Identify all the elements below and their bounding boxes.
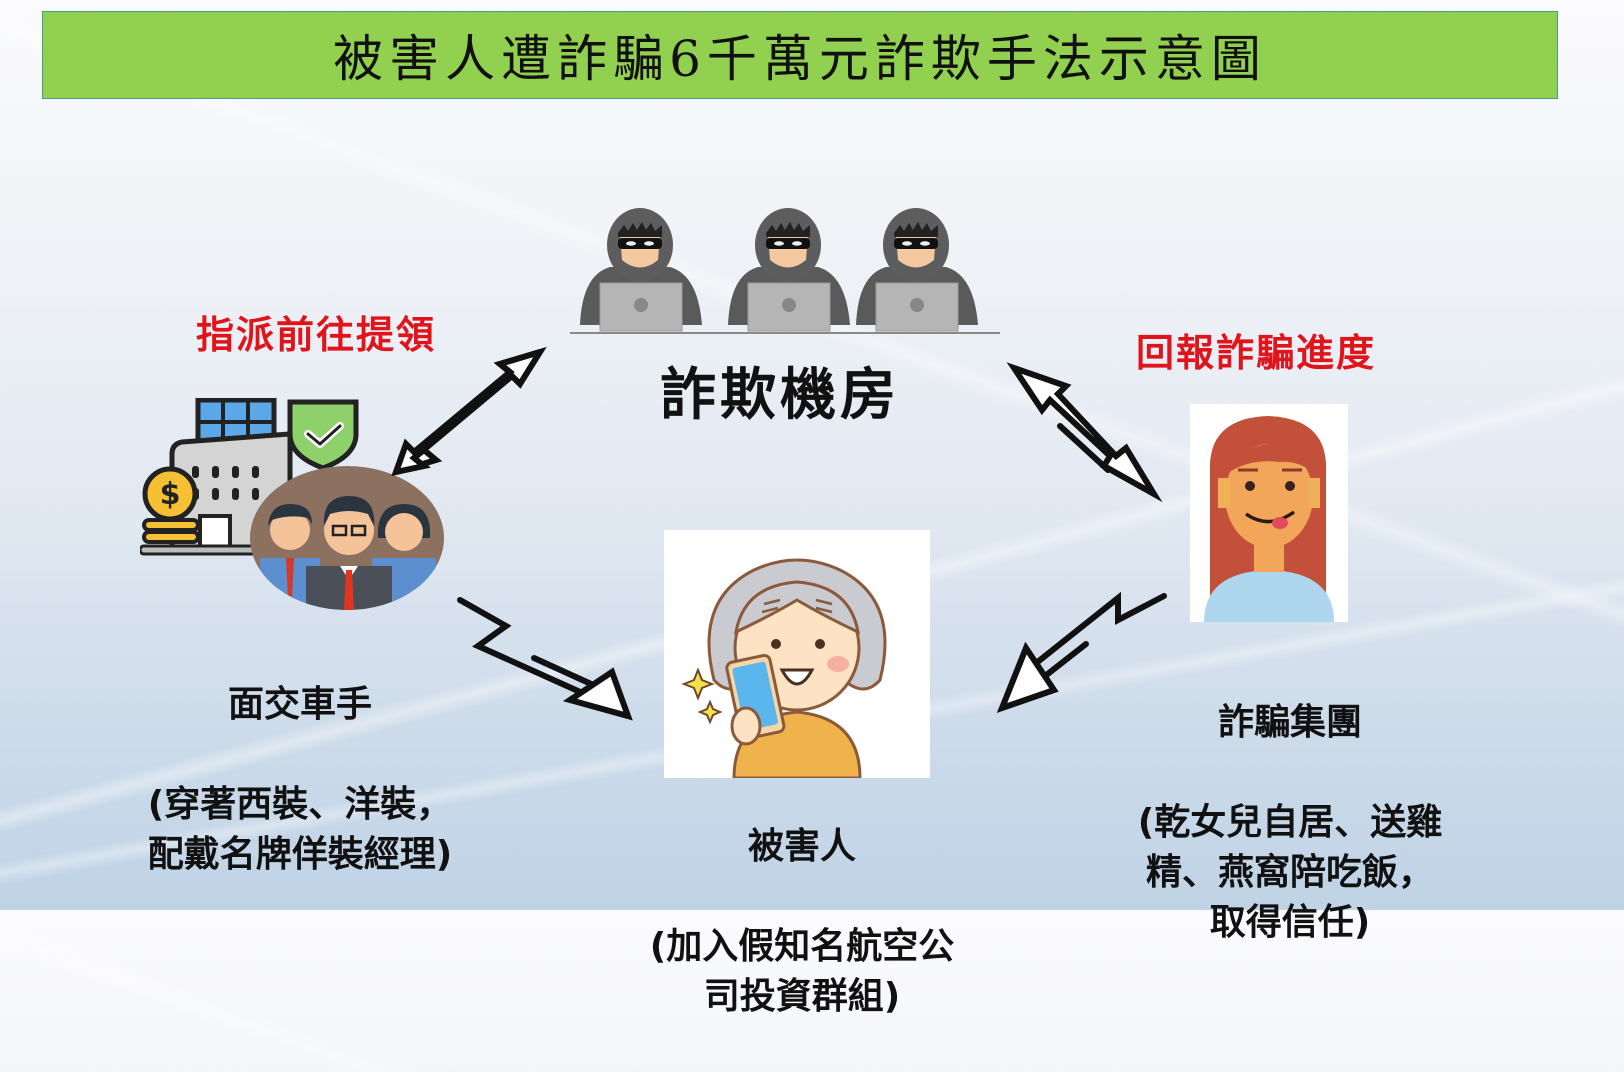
diagram-title: 被害人遭詐騙6千萬元詐欺手法示意圖	[333, 30, 1267, 88]
double-arrow-center-group-icon	[1006, 362, 1163, 503]
fraud-group-description: (乾女兒自居、送雞 精、燕窩陪吃飯， 取得信任)	[1137, 802, 1443, 943]
young-woman-avatar-icon	[1190, 404, 1348, 622]
svg-text:$: $	[160, 477, 181, 512]
fraud-center-label: 詐欺機房	[660, 363, 900, 428]
fraud-group-caption: 詐騙集團 (乾女兒自居、送雞 精、燕窩陪吃飯， 取得信任)	[1100, 648, 1480, 998]
dispatch-edge-label: 指派前往提領	[196, 313, 437, 357]
money-courier-description: (穿著西裝、洋裝， 配戴名牌佯裝經理)	[147, 784, 453, 875]
report-edge-label: 回報詐騙進度	[1136, 331, 1377, 375]
hooded-hackers-at-laptops-icon	[570, 205, 1000, 340]
victim-description: (加入假知名航空公 司投資群組)	[649, 926, 955, 1017]
business-people-bank-icon: $	[140, 398, 450, 620]
title-banner: 被害人遭詐騙6千萬元詐欺手法示意圖	[42, 11, 1558, 99]
elderly-woman-phone-icon	[664, 530, 930, 778]
victim-caption: 被害人 (加入假知名航空公 司投資群組)	[612, 772, 992, 1072]
money-courier-caption: 面交車手 (穿著西裝、洋裝， 配戴名牌佯裝經理)	[110, 630, 490, 930]
victim-title: 被害人	[747, 826, 856, 867]
money-courier-title: 面交車手	[227, 684, 372, 725]
fraud-group-title: 詐騙集團	[1217, 702, 1362, 743]
